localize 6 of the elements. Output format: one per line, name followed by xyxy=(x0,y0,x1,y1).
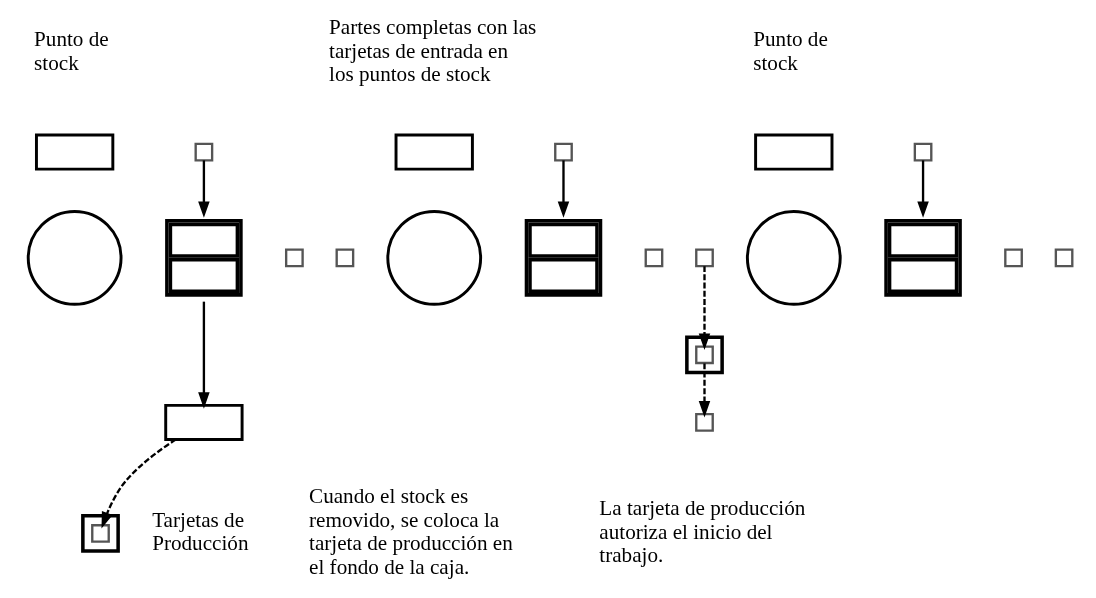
label: Punto de stock xyxy=(33,27,109,75)
label: La tarjeta de producción autoriza el inicio del trabajo. xyxy=(598,496,805,568)
label: Punto de stock xyxy=(752,27,828,75)
label: Cuando el stock es removido, se coloca la tarjeta de producción en el fondo de la caja. xyxy=(308,484,513,579)
label: Tarjetas de Producción xyxy=(151,507,248,556)
label: Partes completas con las tarjetas de entrada en los puntos de stock xyxy=(328,15,536,87)
